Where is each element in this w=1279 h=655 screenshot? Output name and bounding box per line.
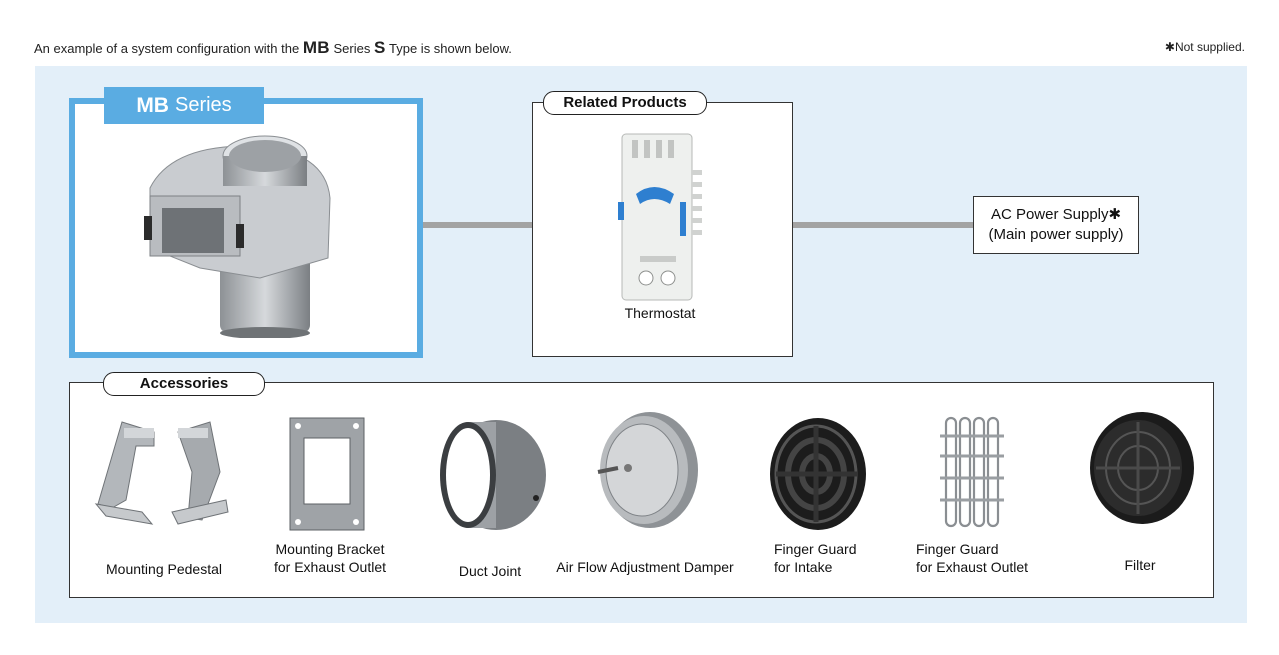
intro-suffix: Type is shown below. [389, 41, 512, 56]
accessory-label-line2: for Intake [774, 559, 833, 575]
ac-power-line2: (Main power supply) [988, 226, 1124, 243]
ac-power-line1: AC Power Supply✱ [990, 206, 1122, 223]
accessory-label-duct-joint: Duct Joint [440, 562, 540, 580]
accessory-label-line1: Mounting Bracket [275, 541, 385, 557]
duct-joint-icon [440, 420, 546, 530]
not-supplied-note: ✱Not supplied. [1164, 40, 1245, 54]
finger-guard-exhaust-icon [940, 416, 1004, 528]
mounting-bracket-icon [289, 417, 365, 531]
accessory-label-line1: Finger Guard [774, 541, 857, 557]
accessory-label-air-flow-damper: Air Flow Adjustment Damper [545, 558, 745, 576]
ac-power-supply-box: AC Power Supply✱ (Main power supply) [973, 196, 1139, 254]
mb-series-tab: MB Series [104, 87, 264, 124]
accessory-label-finger-guard-intake: Finger Guard for Intake [774, 540, 874, 576]
intro-series-mark: MB [302, 38, 330, 57]
accessory-label-line2: for Exhaust Outlet [916, 559, 1029, 575]
accessory-label-line2: for Exhaust Outlet [273, 559, 387, 575]
finger-guard-intake-icon [770, 418, 866, 530]
accessory-label-mounting-bracket: Mounting Bracket for Exhaust Outlet [250, 540, 410, 576]
accessory-label-mounting-pedestal: Mounting Pedestal [94, 560, 234, 578]
accessory-label-filter: Filter [1100, 556, 1180, 574]
accessory-label-line1: Mounting Pedestal [106, 561, 222, 577]
blower-fan-icon [144, 135, 331, 338]
air-flow-damper-icon [597, 412, 698, 528]
series-tab-mark: MB [136, 93, 169, 117]
accessories-title: Accessories [103, 372, 265, 396]
accessory-label-finger-guard-exhaust: Finger Guard for Exhaust Outlet [916, 540, 1056, 576]
intro-middle: Series [333, 41, 371, 56]
accessory-label-line1: Filter [1124, 557, 1156, 573]
thermostat-icon [618, 133, 702, 301]
intro-prefix: An example of a system configuration wit… [34, 41, 300, 56]
filter-icon [1090, 412, 1194, 524]
related-products-title: Related Products [543, 91, 707, 115]
accessory-label-line1: Finger Guard [916, 541, 999, 557]
series-tab-text: Series [174, 94, 232, 116]
intro-text: An example of a system configuration wit… [34, 38, 512, 58]
accessory-label-line1: Air Flow Adjustment Damper [556, 559, 734, 575]
intro-type-mark: S [373, 38, 386, 57]
thermostat-label: Thermostat [624, 305, 696, 321]
mounting-pedestal-icon [94, 421, 229, 525]
accessory-label-line1: Duct Joint [458, 563, 522, 579]
